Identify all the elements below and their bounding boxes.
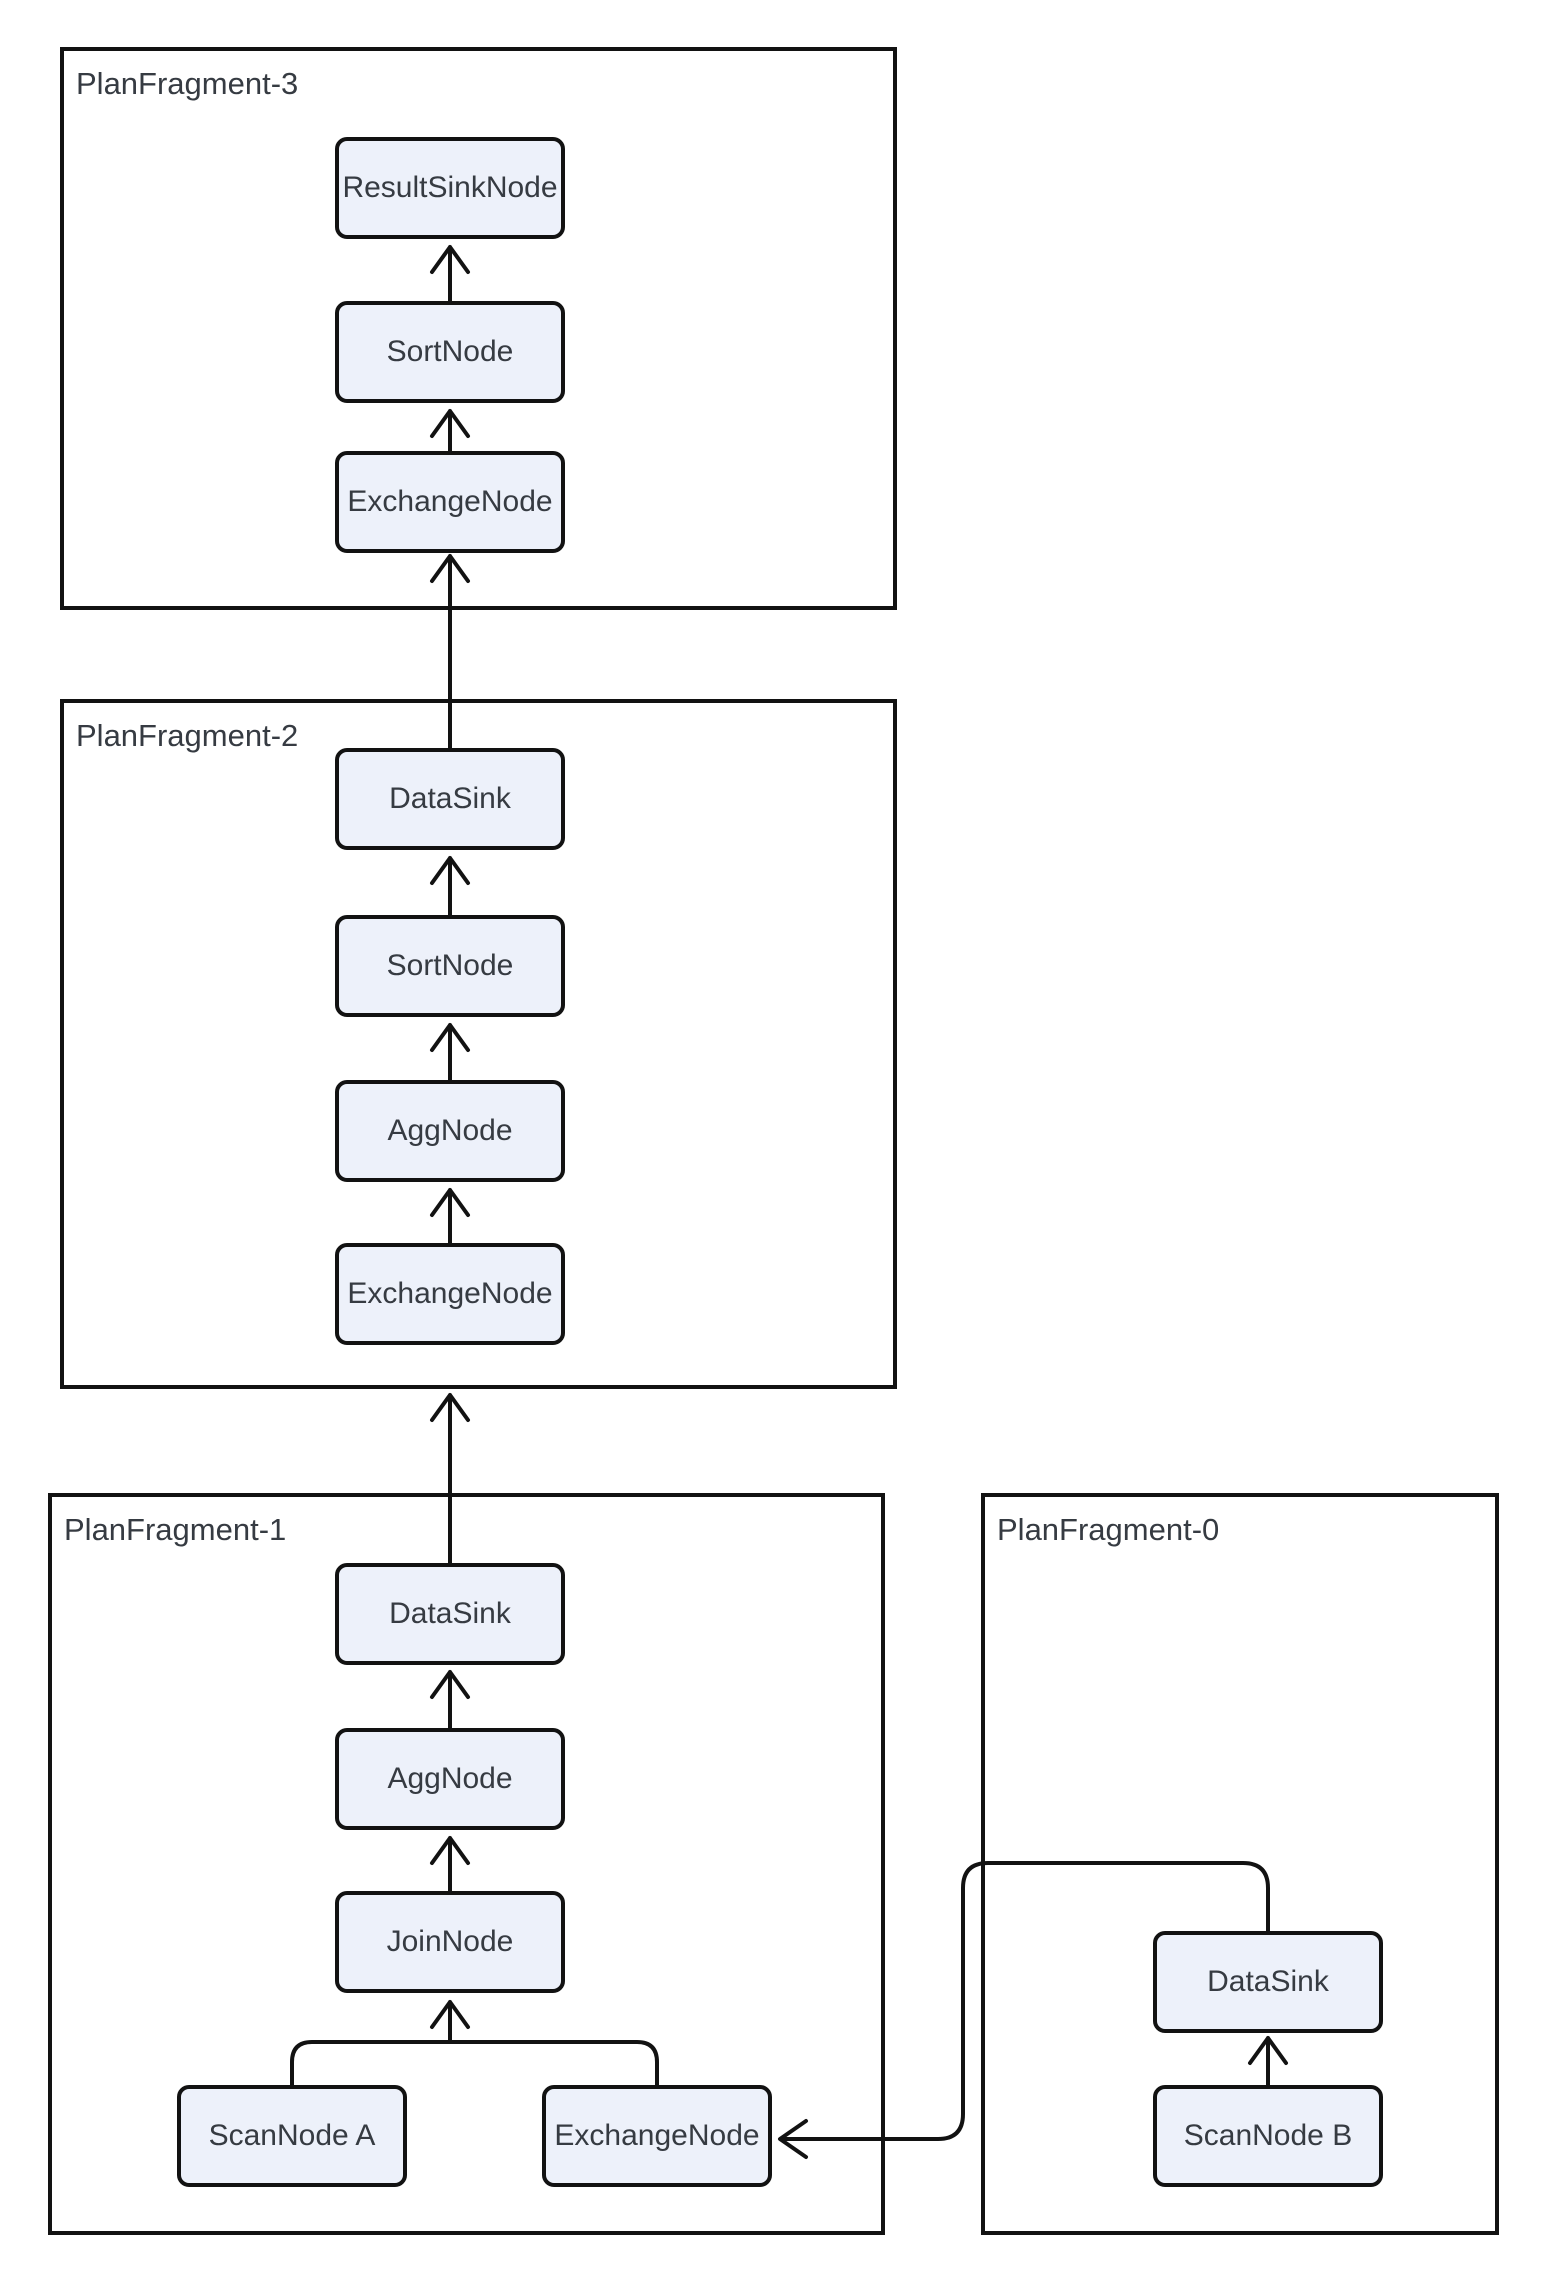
node-label: DataSink xyxy=(389,1597,511,1630)
node-label: DataSink xyxy=(1207,1965,1329,1998)
node-label: ScanNode A xyxy=(208,2119,376,2152)
node-label: ExchangeNode xyxy=(554,2119,760,2152)
pf3-resultsinknode-node: ResultSinkNode xyxy=(335,137,565,239)
pf2-aggnode-node: AggNode xyxy=(335,1080,565,1182)
node-label: ResultSinkNode xyxy=(342,171,558,204)
pf0-datasink-node: DataSink xyxy=(1153,1931,1383,2033)
fragment-label: PlanFragment-1 xyxy=(64,1512,287,1547)
node-label: ExchangeNode xyxy=(347,1277,553,1310)
fragment-label: PlanFragment-0 xyxy=(997,1512,1220,1547)
pf1-exchangenode-node: ExchangeNode xyxy=(542,2085,772,2187)
pf3-sortnode-node: SortNode xyxy=(335,301,565,403)
node-label: ExchangeNode xyxy=(347,485,553,518)
pf2-sortnode-node: SortNode xyxy=(335,915,565,1017)
fragment-planfragment-0: PlanFragment-0 DataSink ScanNode B xyxy=(981,1493,1499,2235)
node-label: AggNode xyxy=(387,1114,513,1147)
fragment-label: PlanFragment-3 xyxy=(76,66,299,101)
node-label: SortNode xyxy=(386,335,514,368)
node-label: ScanNode B xyxy=(1183,2119,1353,2152)
node-label: DataSink xyxy=(389,782,511,815)
fragment-label: PlanFragment-2 xyxy=(76,718,299,753)
pf1-aggnode-node: AggNode xyxy=(335,1728,565,1830)
pf2-datasink-node: DataSink xyxy=(335,748,565,850)
pf1-datasink-node: DataSink xyxy=(335,1563,565,1665)
node-label: AggNode xyxy=(387,1762,513,1795)
node-label: JoinNode xyxy=(386,1925,514,1958)
fragment-planfragment-1: PlanFragment-1 DataSink AggNode JoinNode… xyxy=(48,1493,885,2235)
pf1-joinnode-node: JoinNode xyxy=(335,1891,565,1993)
pf3-exchangenode-node: ExchangeNode xyxy=(335,451,565,553)
pf1-scannode-a-node: ScanNode A xyxy=(177,2085,407,2187)
fragment-planfragment-2: PlanFragment-2 DataSink SortNode AggNode… xyxy=(60,699,897,1389)
fragment-planfragment-3: PlanFragment-3 ResultSinkNode SortNode E… xyxy=(60,47,897,610)
pf0-scannode-b-node: ScanNode B xyxy=(1153,2085,1383,2187)
node-label: SortNode xyxy=(386,949,514,982)
pf2-exchangenode-node: ExchangeNode xyxy=(335,1243,565,1345)
